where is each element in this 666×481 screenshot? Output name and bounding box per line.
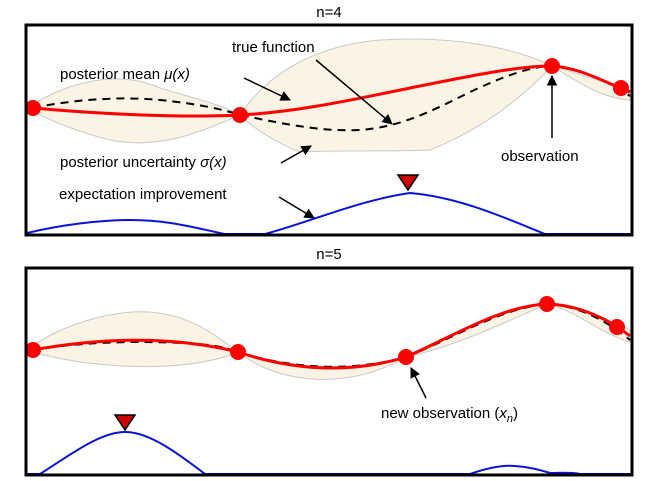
observation-point bbox=[544, 58, 560, 74]
arrow-posterior-uncertainty bbox=[280, 145, 312, 164]
arrow-posterior-mean bbox=[243, 77, 291, 101]
arrow-true-function bbox=[315, 59, 393, 125]
label-true-function: true function bbox=[232, 39, 315, 56]
observation-point bbox=[25, 100, 41, 116]
observation-point bbox=[613, 80, 629, 96]
posterior-mean-curve bbox=[32, 302, 631, 370]
arrow-new-observation bbox=[410, 367, 427, 399]
uncertainty-band bbox=[27, 38, 631, 153]
panel-title-n4: n=4 bbox=[316, 4, 341, 21]
panel-frame-n4 bbox=[24, 23, 634, 237]
observation-point bbox=[230, 344, 246, 360]
new-observation-point bbox=[398, 349, 414, 365]
expected-improvement-curve bbox=[27, 430, 632, 474]
observation-point bbox=[609, 319, 625, 335]
observation-point bbox=[232, 107, 248, 123]
label-posterior-mean: posterior mean μ(x) bbox=[60, 66, 190, 83]
panel-frame-n5 bbox=[24, 266, 634, 477]
label-expectation-improvement: expectation improvement bbox=[59, 186, 227, 203]
panel-n5 bbox=[27, 302, 632, 474]
arrow-expectation-improvement bbox=[278, 196, 315, 219]
panel-title-n5: n=5 bbox=[316, 246, 341, 263]
observation-point bbox=[25, 342, 41, 358]
next-point-marker bbox=[113, 414, 137, 432]
next-point-marker bbox=[396, 174, 420, 192]
posterior-mean-curve bbox=[32, 64, 631, 118]
observation-point bbox=[539, 296, 555, 312]
observations-n5 bbox=[25, 296, 625, 365]
label-new-observation: new observation (xn) bbox=[381, 405, 518, 425]
label-observation: observation bbox=[501, 148, 579, 165]
expected-improvement-curve bbox=[27, 191, 632, 234]
label-posterior-uncertainty: posterior uncertainty σ(x) bbox=[60, 154, 227, 171]
observations-n4 bbox=[25, 58, 629, 123]
